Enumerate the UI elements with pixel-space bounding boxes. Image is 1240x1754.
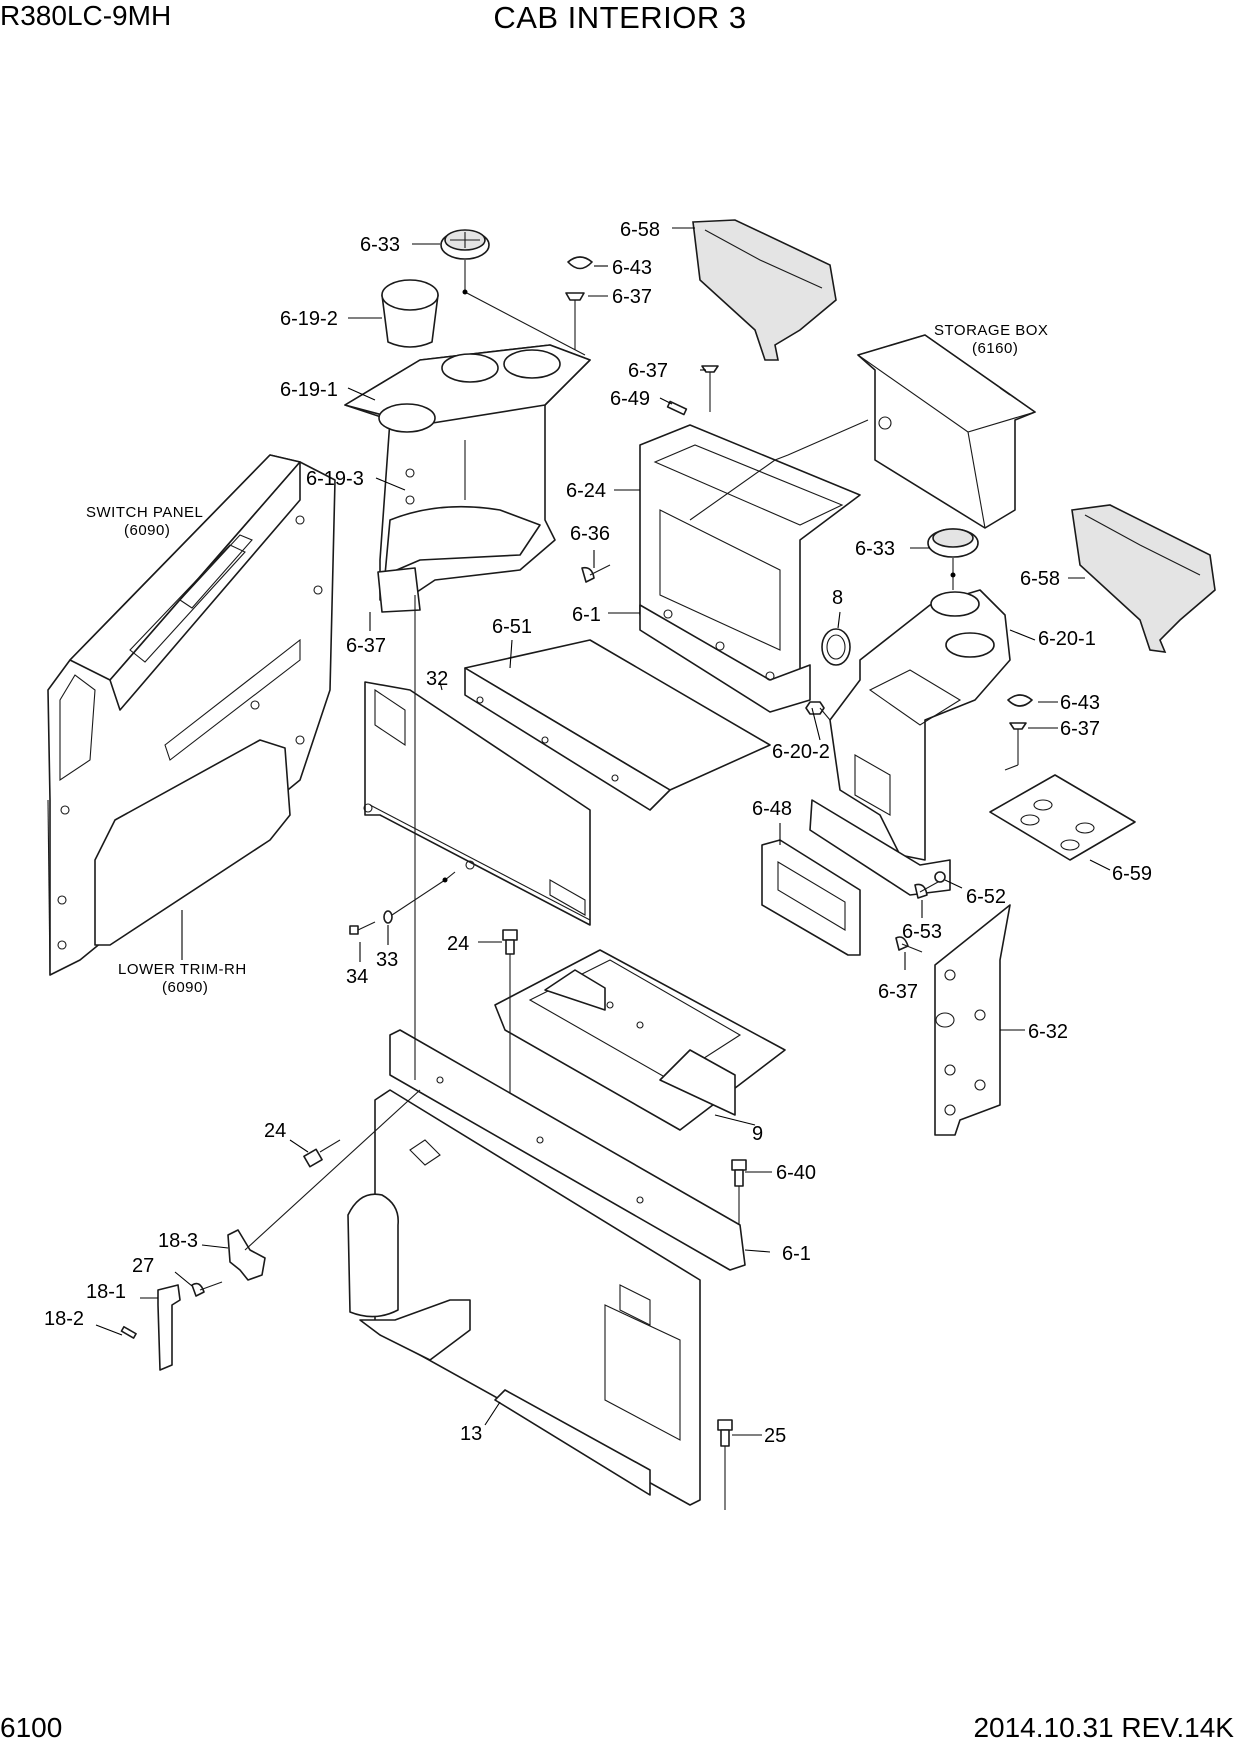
callout-label: 6-37: [878, 981, 918, 1003]
callout-label: 6-33: [360, 234, 400, 256]
revision-date: 2014.10.31 REV.14K: [973, 1712, 1234, 1743]
callout-label: 13: [460, 1423, 482, 1445]
callout-label: 6-36: [570, 523, 610, 545]
callout-label: 6-51: [492, 616, 532, 638]
nut-6-20-2-part: [805, 701, 825, 715]
storage-box-part: [856, 334, 1037, 529]
knob-cap-6-33-right-part: [927, 528, 979, 558]
switch-panel-lower-trim-part: [47, 454, 336, 976]
screw-6-53-part: [914, 881, 939, 899]
callout-label: 6-33: [855, 538, 895, 560]
callout-label: 6-19-3: [306, 468, 364, 490]
clip-6-49-part: [666, 400, 688, 416]
callout-label: 8: [832, 587, 843, 609]
fastener-6-43-upper-part: [567, 256, 593, 270]
callout-label: 6-59: [1112, 863, 1152, 885]
screw-6-36-part: [581, 564, 611, 583]
bolt-24-left-part: [303, 1139, 341, 1168]
callout-label: 6-48: [752, 798, 792, 820]
callout-label: 34: [346, 966, 368, 988]
screw-6-37-mid-part: [701, 365, 719, 412]
callout-label: 6-37: [612, 286, 652, 308]
screw-6-37-right-part: [1009, 722, 1027, 765]
console-6-20-part: [809, 589, 1011, 896]
armrest-pad-6-58-upper-part: [692, 219, 837, 361]
tray-6-51-part: [464, 639, 771, 811]
callout-label: 6-58: [1020, 568, 1060, 590]
washer-6-52-part: [934, 871, 946, 883]
pocket-6-48-part: [761, 839, 861, 956]
switch-panel-ref-number: (6090): [124, 522, 170, 539]
callout-label: 24: [447, 933, 469, 955]
washer-33-part: [383, 910, 393, 924]
callout-label: 6-40: [776, 1162, 816, 1184]
callout-label: 27: [132, 1255, 154, 1277]
callout-label: 6-19-2: [280, 308, 338, 330]
latch-18-3-part: [227, 1229, 266, 1281]
leader-lines: [95, 227, 1111, 1436]
lower-trim-ref-number: (6090): [162, 979, 208, 996]
base-panel-6-1-part: [374, 1029, 746, 1506]
page-title: CAB INTERIOR 3: [493, 0, 747, 35]
callout-label: 6-53: [902, 921, 942, 943]
screw-34-part: [349, 921, 376, 935]
frame-6-24-part: [639, 424, 861, 713]
pin-18-2-part: [120, 1325, 137, 1339]
callout-label: 18-3: [158, 1230, 198, 1252]
callout-label: 18-2: [44, 1308, 84, 1330]
callout-label: 6-1: [782, 1243, 811, 1265]
switch-panel-ref: SWITCH PANEL: [86, 504, 203, 521]
fastener-6-43-right-part: [1007, 694, 1033, 707]
model-number: R380LC-9MH: [0, 0, 172, 31]
bracket-6-32-part: [934, 904, 1011, 1136]
console-6-19-part: [344, 344, 591, 613]
bolt-24-upper-part: [502, 929, 518, 1115]
grommet-8-part: [821, 628, 851, 666]
bracket-tray-9-part: [494, 949, 786, 1131]
screw-27-part: [191, 1281, 223, 1297]
callout-label: 6-1: [572, 604, 601, 626]
knob-cap-6-33-part: [440, 229, 490, 260]
callout-label: 6-32: [1028, 1021, 1068, 1043]
callout-label: 18-1: [86, 1281, 126, 1303]
page-number: 6100: [0, 1712, 63, 1743]
callout-label: 33: [376, 949, 398, 971]
bolt-6-40-part: [731, 1159, 747, 1225]
screw-6-37-upper-part: [565, 292, 585, 350]
callout-label: 6-37: [628, 360, 668, 382]
callout-labels: 6-33 6-19-2 6-19-1 6-19-3 6-37 6-43 6-37…: [44, 219, 1152, 1447]
callout-label: 24: [264, 1120, 286, 1142]
callout-label: 25: [764, 1425, 786, 1447]
panel-32-part: [363, 681, 591, 926]
callout-label: 6-24: [566, 480, 606, 502]
callout-label: 6-43: [612, 257, 652, 279]
callout-label: 6-43: [1060, 692, 1100, 714]
callout-label: 32: [426, 668, 448, 690]
callout-label: 6-37: [346, 635, 386, 657]
lower-trim-ref: LOWER TRIM-RH: [118, 961, 247, 978]
callout-label: 6-49: [610, 388, 650, 410]
storage-box-ref: STORAGE BOX: [934, 322, 1048, 339]
callout-label: 6-19-1: [280, 379, 338, 401]
extinguisher-13-part: [347, 1193, 651, 1496]
callout-label: 6-58: [620, 219, 660, 241]
callout-label: 6-52: [966, 886, 1006, 908]
callout-label: 9: [752, 1123, 763, 1145]
screw-6-37-lower-right-part: [895, 936, 923, 953]
reference-labels: SWITCH PANEL (6090) LOWER TRIM-RH (6090)…: [86, 322, 1048, 996]
handle-18-1-part: [157, 1284, 181, 1371]
assembly-lines: [244, 260, 1019, 1251]
bolt-25-part: [717, 1419, 733, 1510]
callout-label: 6-20-1: [1038, 628, 1096, 650]
storage-box-ref-number: (6160): [972, 340, 1018, 357]
cup-holder-6-19-2-part: [381, 279, 439, 348]
callout-label: 6-37: [1060, 718, 1100, 740]
mat-6-59-part: [989, 774, 1136, 861]
callout-label: 6-20-2: [772, 741, 830, 763]
armrest-pad-6-58-lower-part: [1071, 504, 1216, 653]
